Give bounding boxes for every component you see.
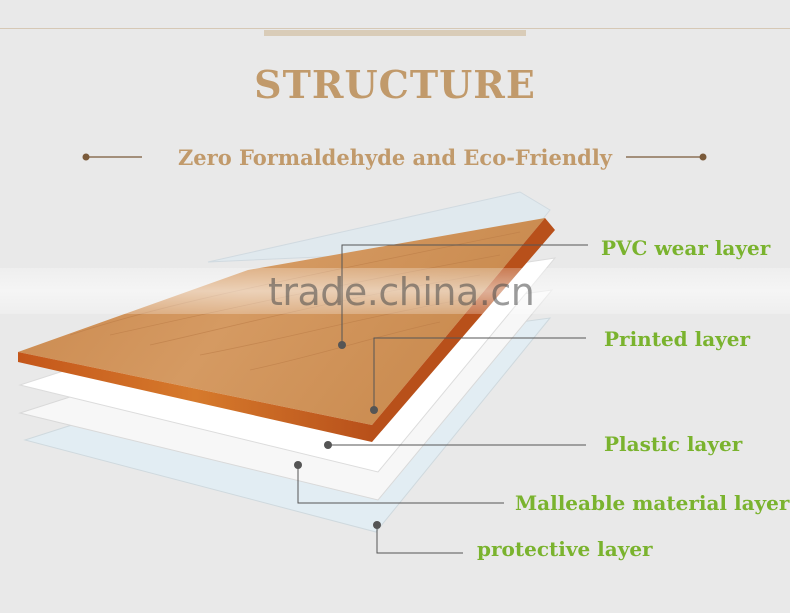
leader-pvc-wear-layer: [338, 244, 588, 349]
top-divider-bar: [264, 30, 526, 36]
label-protective-layer: protective layer: [477, 537, 653, 561]
page-title: STRUCTURE: [254, 62, 536, 107]
label-pvc-wear-layer: PVC wear layer: [601, 236, 771, 260]
leader-plastic-layer: [324, 441, 586, 449]
printed-layer-edge: [18, 352, 372, 442]
subtitle-ornament-left: [82, 153, 142, 161]
top-divider-line: [0, 28, 790, 29]
label-printed-layer: Printed layer: [604, 327, 751, 351]
label-malleable-material-layer: Malleable material layer: [515, 491, 790, 515]
leader-malleable-layer: [294, 461, 504, 504]
watermark-text: trade.china.cn: [268, 270, 535, 314]
page-subtitle: Zero Formaldehyde and Eco-Friendly: [177, 145, 613, 170]
leader-protective-layer: [373, 521, 463, 554]
watermark-band: [0, 268, 790, 314]
subtitle-ornament-right: [626, 153, 707, 161]
label-plastic-layer: Plastic layer: [604, 432, 743, 456]
leader-printed-layer: [370, 337, 586, 414]
